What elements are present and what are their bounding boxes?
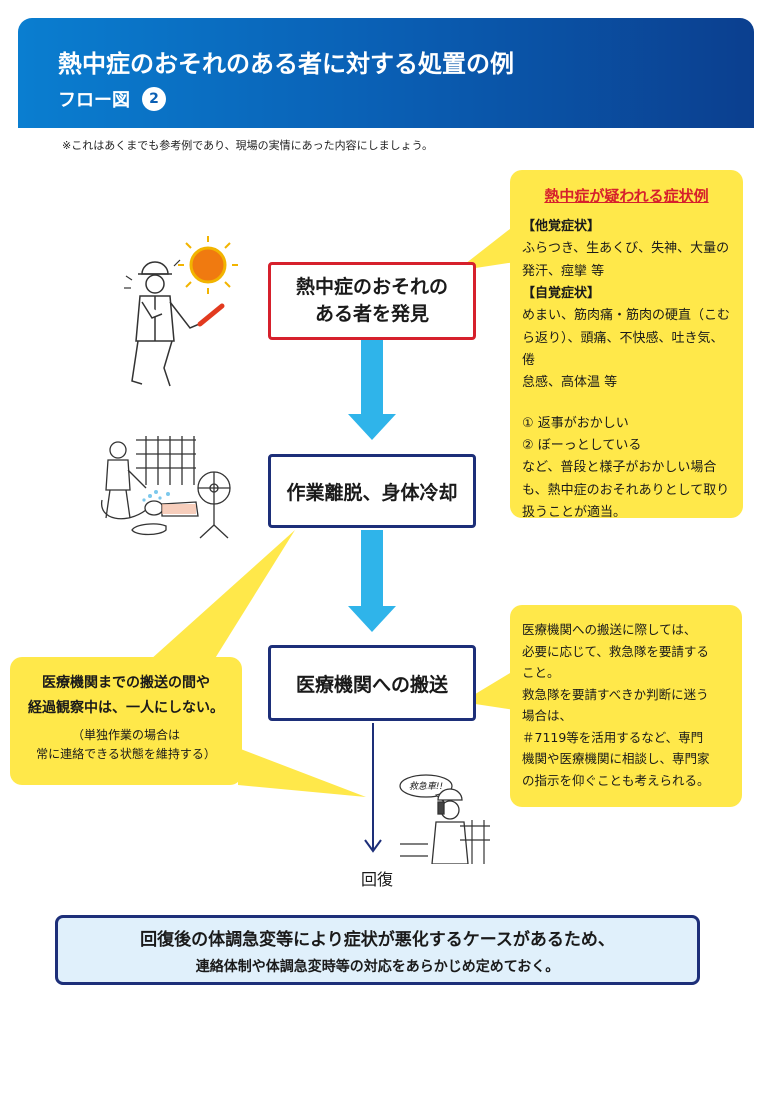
water-splash [142, 490, 170, 502]
header-banner: 熱中症のおそれのある者に対する処置の例 フロー図 2 [18, 18, 754, 128]
towel-icon [131, 523, 167, 536]
sign-item: ① 返事がおかしい [522, 415, 629, 431]
symptoms-title: 熱中症が疑われる症状例 [544, 187, 709, 205]
recovery-label: 回復 [360, 870, 393, 889]
transport-line: の指示を仰ぐことも考えられる。 [522, 772, 710, 788]
closing-line: 扱うことが適当。 [522, 505, 627, 521]
closing-line: など、普段と様子がおかしい場合 [522, 460, 717, 476]
self-symptoms-line: めまい、筋肉痛・筋肉の硬直（こむ [522, 308, 731, 324]
self-symptoms-heading: 【自覚症状】 [522, 285, 601, 301]
alone-main-line: 経過観察中は、一人にしない。 [28, 699, 224, 716]
heat-exhausted-worker-illustration [124, 236, 238, 387]
step-discover-line2: ある者を発見 [314, 303, 429, 325]
subtitle-number-badge: 2 [142, 87, 166, 111]
alone-main-line: 医療機関までの搬送の間や [42, 675, 210, 691]
page-subtitle: フロー図 2 [58, 86, 166, 112]
worker-calling-illustration: 救急車!! [399, 774, 490, 864]
subtitle-label: フロー図 [58, 90, 130, 111]
alone-callout-tail-up [150, 530, 295, 660]
caller-figure [431, 788, 469, 864]
helper-figure [105, 441, 147, 519]
sweat-lines [124, 259, 181, 289]
notice-line2: 連絡体制や体調急変時等の対応をあらかじめ定めておく。 [195, 958, 560, 975]
closing-line: も、熱中症のおそれありとして取り [522, 482, 730, 498]
transport-line: 必要に応じて、救急隊を要請する [522, 643, 709, 659]
transport-line: こと。 [522, 665, 560, 680]
transport-line: 医療機関への搬送に際しては、 [522, 622, 697, 637]
alone-sub-line: 常に連絡できる状態を維持する） [36, 747, 216, 762]
other-symptoms-line: ふらつき、生あくび、失神、大量の [522, 241, 730, 257]
transport-line: 救急隊を要請すべきか判断に迷う [522, 686, 709, 702]
arrow-cooling-to-transport [348, 530, 396, 632]
other-symptoms-heading: 【他覚症状】 [522, 218, 601, 234]
signal-baton-icon [197, 303, 225, 327]
sun-icon [178, 236, 238, 294]
symptoms-callout: 熱中症が疑われる症状例 【他覚症状】 ふらつき、生あくび、失神、大量の 発汗、痙… [510, 170, 743, 520]
arrow-discover-to-cooling [348, 340, 396, 440]
do-not-leave-alone-callout: 医療機関までの搬送の間や 経過観察中は、一人にしない。 （単独作業の場合は 常に… [10, 657, 242, 785]
railing [400, 820, 490, 864]
self-symptoms-line: ら返り）、頭痛、不快感、吐き気、倦 [522, 330, 724, 368]
scaffold-fence [136, 436, 196, 485]
transport-line: 場合は、 [522, 708, 573, 723]
phone-icon [437, 801, 445, 815]
electric-fan-icon [197, 471, 231, 539]
transport-line: ＃7119等を活用するなど、専門 [522, 729, 704, 745]
post-recovery-notice: 回復後の体調急変等により症状が悪化するケースがあるため、 連絡体制や体調急変時等… [55, 915, 700, 985]
arrow-transport-to-recovery [364, 723, 382, 853]
transport-advice-callout: 医療機関への搬送に際しては、 必要に応じて、救急隊を要請する こと。 救急隊を要… [510, 605, 742, 807]
step-discover-box: 熱中症のおそれの ある者を発見 [268, 262, 476, 340]
body-skin-shade [162, 504, 196, 514]
step-discover-line1: 熱中症のおそれの [295, 276, 448, 299]
speech-bubble: 救急車!! [399, 774, 453, 803]
transport-line: 機関や医療機関に相談し、専門家 [522, 751, 710, 766]
worker-figure [131, 261, 205, 387]
page-title: 熱中症のおそれのある者に対する処置の例 [58, 50, 514, 78]
alone-sub-line: （単独作業の場合は [71, 728, 180, 742]
step-cooling-box: 作業離脱、身体冷却 [268, 454, 476, 528]
step-transport-box: 医療機関への搬送 [268, 645, 476, 721]
sign-item: ② ぼーっとしている [522, 438, 642, 454]
symptoms-callout-tail [456, 225, 515, 271]
cooling-scene-illustration [101, 436, 231, 539]
reference-note: ※これはあくまでも参考例であり、現場の実情にあった内容にしましょう。 [62, 139, 434, 152]
notice-line1: 回復後の体調急変等により症状が悪化するケースがあるため、 [140, 929, 615, 950]
alone-callout-tail-down [238, 748, 366, 797]
other-symptoms-line: 発汗、痙攣 等 [522, 263, 605, 279]
self-symptoms-line: 怠感、高体温 等 [522, 375, 618, 391]
water-hose [101, 499, 147, 520]
phone-speech-text: 救急車!! [409, 781, 443, 792]
